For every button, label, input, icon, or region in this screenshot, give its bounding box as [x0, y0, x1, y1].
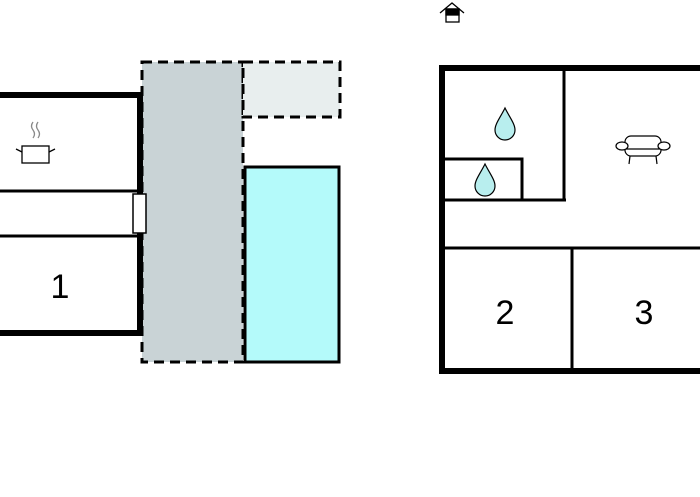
- door: [132, 193, 147, 234]
- room-label-2: 2: [496, 294, 515, 332]
- water-drop-icon: [474, 162, 496, 197]
- water-drop-icon: [494, 106, 516, 141]
- house-entrance-icon: [439, 2, 465, 23]
- terrace: [140, 60, 245, 364]
- room-label-1: 1: [51, 268, 70, 306]
- pool: [243, 165, 341, 364]
- right-building: [439, 65, 700, 374]
- terrace-extension: [241, 60, 342, 119]
- sofa-icon: [615, 135, 671, 165]
- kitchen-pot-icon: [15, 121, 56, 164]
- left-building: [0, 92, 143, 336]
- room-label-3: 3: [635, 294, 654, 332]
